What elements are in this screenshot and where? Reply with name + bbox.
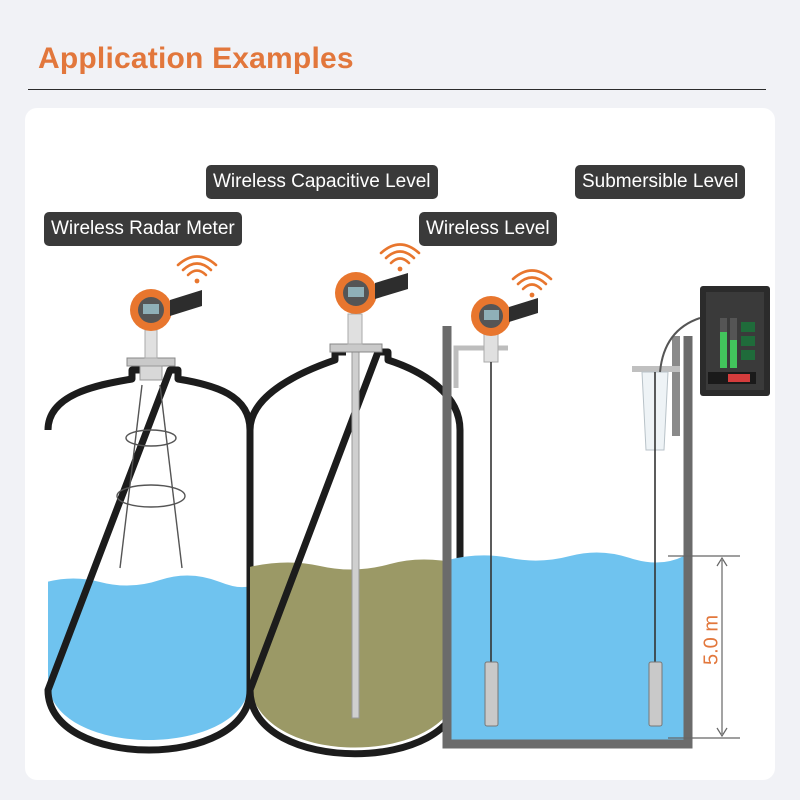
- probe-sensor: [484, 661, 499, 727]
- tank-radar: [44, 255, 254, 754]
- open-basin: [442, 269, 770, 749]
- tank-outline: [44, 366, 254, 754]
- probe-sensor: [648, 661, 663, 727]
- water-fill: [448, 552, 684, 742]
- label-submersible-level: Submersible Level: [575, 165, 746, 199]
- wifi-signal-icon: [511, 269, 553, 298]
- panel-display-icon: [700, 286, 770, 396]
- capacitive-probe-rod: [351, 351, 360, 719]
- depth-dimension: [668, 555, 740, 739]
- depth-label: 5.0 m: [700, 614, 723, 666]
- transmitter-head-icon: [335, 272, 408, 314]
- wifi-signal-icon: [176, 255, 218, 284]
- wifi-signal-icon: [379, 243, 421, 272]
- label-wireless-capacitive-level: Wireless Capacitive Level: [206, 165, 438, 199]
- label-wireless-level: Wireless Level: [419, 212, 557, 246]
- basin-walls: [442, 326, 693, 749]
- title-divider: [28, 89, 766, 90]
- transmitter-head-icon: [471, 296, 538, 336]
- radar-beam: [116, 384, 186, 569]
- label-wireless-radar-meter: Wireless Radar Meter: [44, 212, 242, 246]
- transmitter-head-icon: [130, 289, 202, 331]
- water-fill: [48, 575, 250, 740]
- tank-capacitive: [246, 243, 464, 758]
- page-title: Application Examples: [38, 42, 354, 75]
